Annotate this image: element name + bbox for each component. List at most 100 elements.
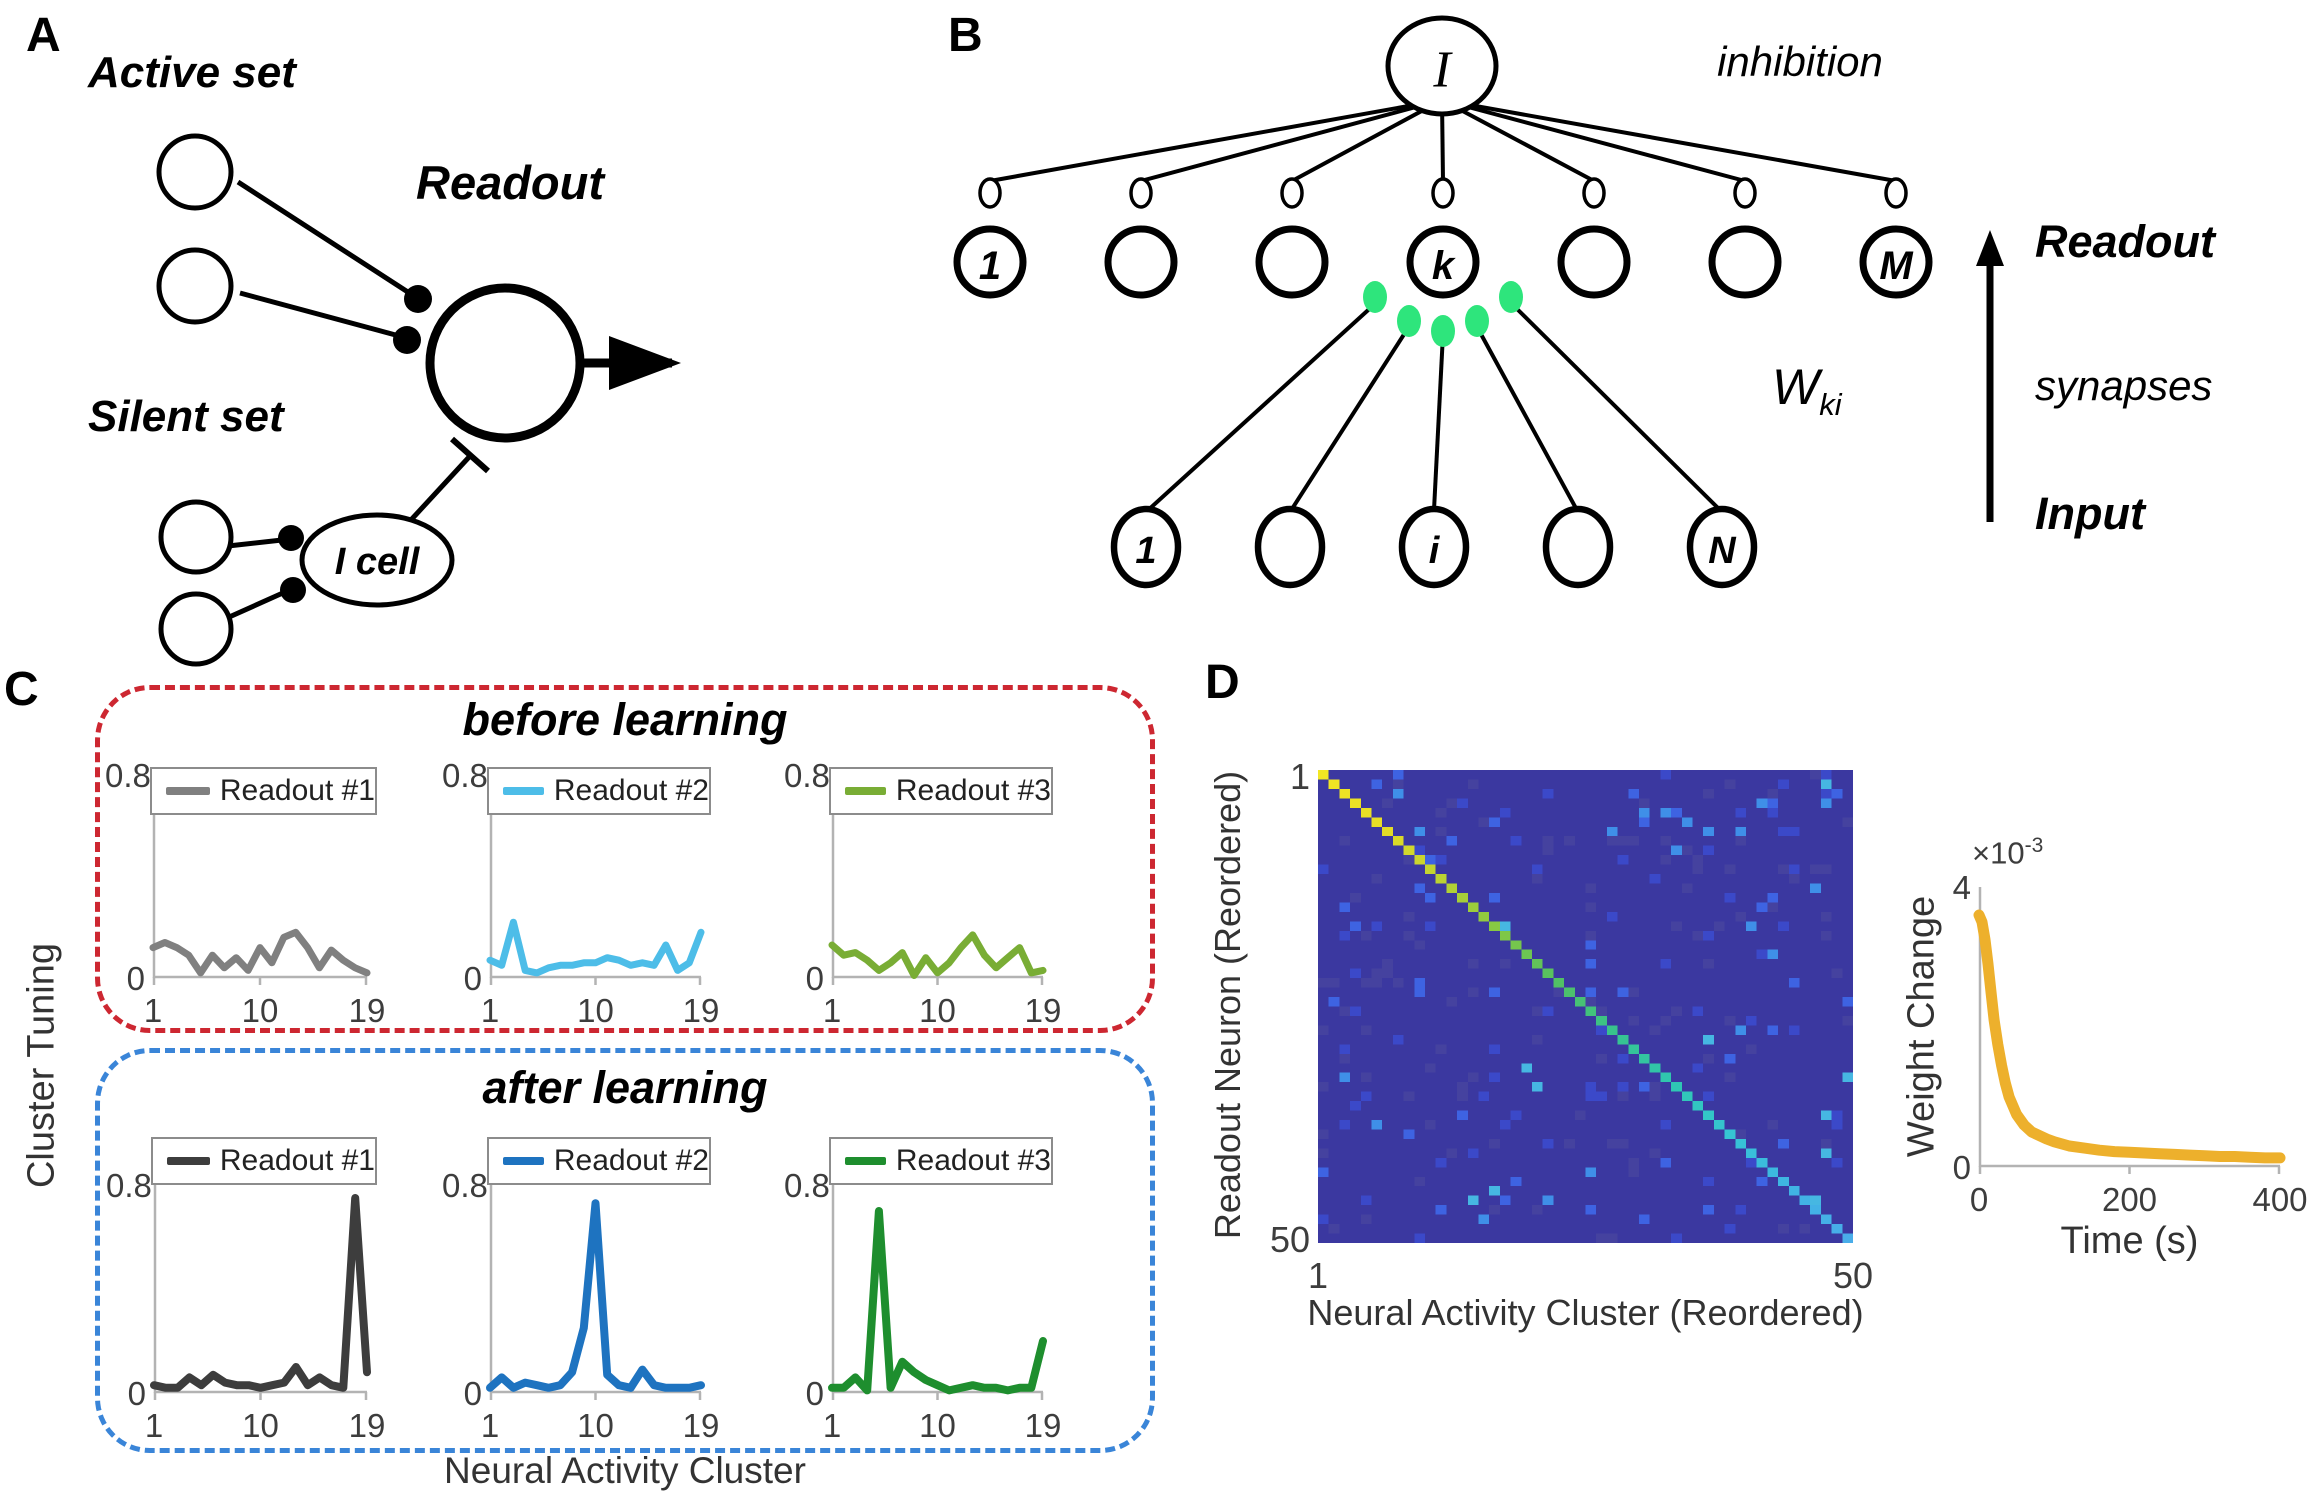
legend: Readout #2 — [487, 1137, 711, 1185]
heatmap-y-axis-label: Readout Neuron (Reordered) — [1207, 770, 1248, 1240]
excitatory-synapse-icon — [278, 525, 304, 551]
legend-line-icon — [503, 787, 544, 795]
inhibition-label: inhibition — [1717, 38, 1883, 85]
x-tick-label: 10 — [242, 1407, 279, 1444]
legend-line-icon — [503, 1157, 544, 1165]
inhibitory-tbar-icon — [450, 436, 490, 474]
weight-change-chart: 0 200 400 0 4 — [1953, 869, 2308, 1218]
time-axis-label: Time (s) — [2060, 1220, 2199, 1262]
x-tick-label: 400 — [2252, 1181, 2308, 1218]
cluster-tuning-axis-label: Cluster Tuning — [20, 943, 63, 1189]
multiplier-exponent: -3 — [2024, 834, 2044, 857]
icell-inhibition-line — [408, 454, 472, 523]
y-axis-multiplier: ×10-3 — [1972, 834, 2043, 871]
panel-b-diagram: I 1 k M — [953, 15, 2004, 589]
neural-activity-cluster-axis-label: Neural Activity Cluster — [444, 1450, 806, 1491]
axis-synapses-label: synapses — [2035, 362, 2213, 409]
legend: Readout #2 — [487, 767, 711, 815]
x-tick-label: 1 — [143, 992, 163, 1029]
legend-line-icon — [845, 1157, 886, 1165]
heatmap-y-tick-label: 1 — [1289, 756, 1310, 797]
chart-svg — [149, 775, 371, 985]
y-tick-label: 0 — [1952, 1149, 1971, 1186]
legend-label: Readout #1 — [219, 1144, 375, 1177]
legend-line-icon — [167, 1157, 210, 1165]
multiplier-base: ×10 — [1972, 835, 2025, 871]
readout-k-label: k — [1432, 244, 1456, 288]
y-tick-label: 0.8 — [442, 1167, 488, 1204]
panel-c-label: C — [4, 663, 39, 716]
inhibitory-pool — [1385, 15, 1499, 117]
y-tick-label: 0.8 — [442, 757, 488, 794]
legend-label: Readout #3 — [895, 1144, 1051, 1177]
y-tick-label: 0 — [805, 1375, 824, 1412]
heatmap-x-tick-label: 1 — [1307, 1255, 1329, 1296]
inhibitory-contact-icons — [978, 177, 1908, 209]
chart-svg — [828, 1185, 1047, 1400]
x-tick-label: 1 — [480, 1407, 500, 1444]
x-tick-label: 200 — [2101, 1181, 2158, 1218]
silent-set-label: Silent set — [88, 392, 284, 441]
inhibitory-pool-label: I — [1432, 42, 1453, 99]
x-tick-label: 0 — [1969, 1181, 1989, 1218]
silent-neuron — [158, 499, 234, 575]
y-tick-label: 0 — [805, 960, 824, 997]
active-neuron — [156, 133, 234, 211]
x-tick-label: 10 — [577, 1407, 614, 1444]
active-to-readout-line — [236, 179, 416, 299]
readout-m-label: M — [1879, 244, 1914, 288]
x-tick-label: 19 — [1024, 1407, 1062, 1444]
silent-to-icell-line — [227, 537, 283, 549]
heatmap-x-tick-label: 50 — [1832, 1255, 1874, 1296]
before-learning-title: before learning — [462, 694, 788, 745]
x-tick-label: 10 — [919, 1407, 956, 1444]
chart-svg — [150, 1185, 371, 1400]
readout-neurons — [953, 225, 1933, 299]
y-tick-label: 0.8 — [784, 757, 830, 794]
weight-subscript: ki — [1819, 387, 1842, 422]
input-synapse-lines — [1144, 300, 1724, 514]
x-tick-label: 1 — [480, 992, 500, 1029]
legend-label: Readout #2 — [553, 1144, 709, 1177]
axis-readout-label: Readout — [2035, 216, 2215, 267]
input-n-label: N — [1708, 530, 1737, 572]
readout-1-label: 1 — [979, 244, 1001, 288]
silent-to-icell-line — [225, 589, 287, 621]
x-tick-label: 1 — [822, 992, 842, 1029]
legend-label: Readout #2 — [553, 774, 709, 807]
after-learning-title: after learning — [482, 1062, 768, 1113]
panel-a-diagram: I cell — [156, 133, 681, 667]
icell-label: I cell — [335, 541, 421, 583]
chart-svg — [486, 1185, 705, 1400]
x-tick-label: 10 — [577, 992, 614, 1029]
input-i-label: i — [1429, 530, 1441, 572]
weight-symbol: W — [1772, 359, 1820, 415]
excitatory-synapse-icon — [280, 577, 306, 603]
x-tick-label: 19 — [682, 992, 720, 1029]
axis-input-label: Input — [2035, 488, 2145, 539]
readout-label: Readout — [416, 156, 604, 209]
y-tick-label: 0 — [126, 960, 145, 997]
legend-label: Readout #3 — [895, 774, 1051, 807]
y-tick-label: 4 — [1952, 869, 1971, 906]
weight-wki-label: Wki — [1772, 358, 1842, 423]
legend: Readout #1 — [150, 767, 377, 815]
plastic-synapse-icons — [1363, 281, 1523, 347]
legend: Readout #3 — [829, 767, 1053, 815]
x-tick-label: 19 — [1024, 992, 1062, 1029]
x-tick-label: 19 — [348, 1407, 386, 1444]
readout-neuron — [425, 283, 585, 443]
legend: Readout #3 — [829, 1137, 1053, 1185]
x-tick-label: 10 — [919, 992, 956, 1029]
chart-svg — [1973, 887, 2286, 1174]
x-tick-label: 10 — [241, 992, 279, 1029]
y-tick-label: 0 — [463, 1375, 482, 1412]
active-neuron — [156, 247, 234, 325]
after-learning-box — [95, 1048, 1155, 1453]
